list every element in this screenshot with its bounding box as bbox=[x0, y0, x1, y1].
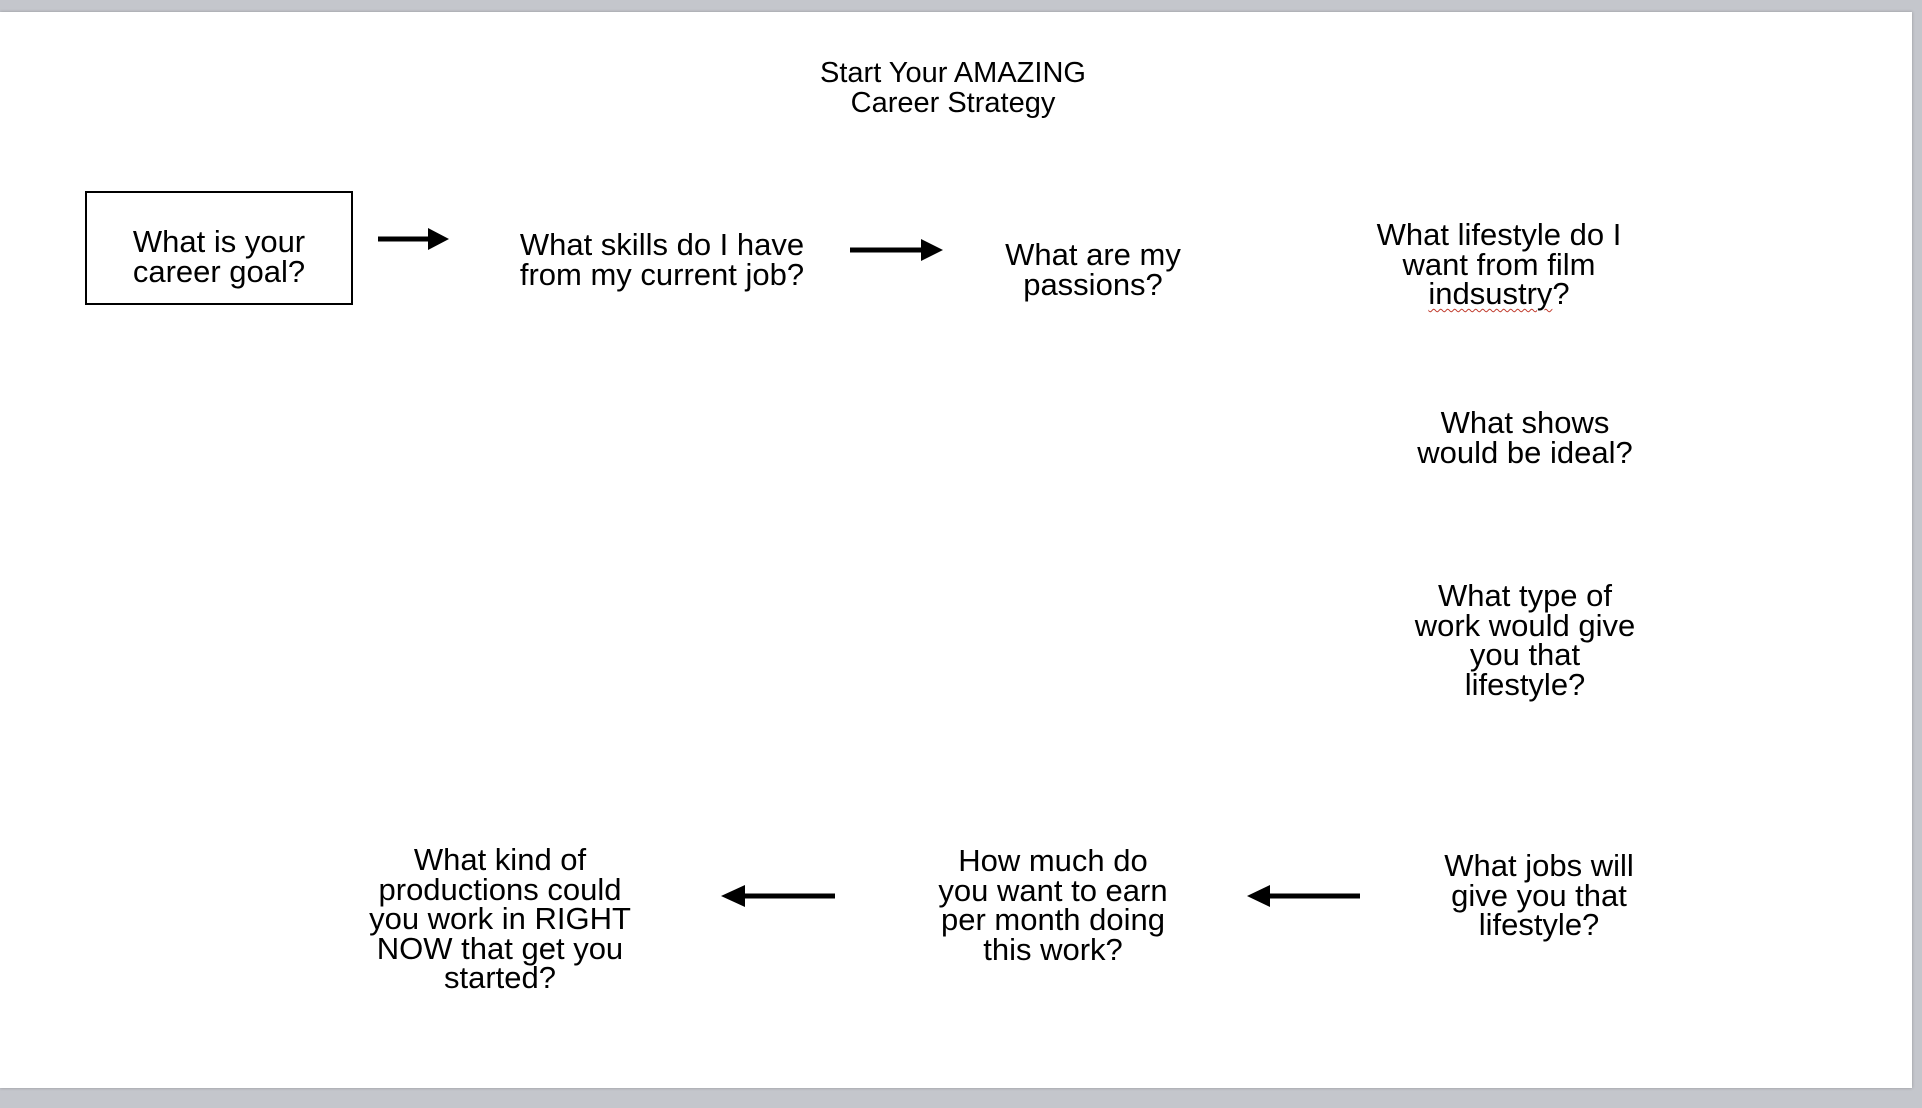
work-type-line-4: lifestyle? bbox=[1464, 666, 1586, 702]
passions-node[interactable]: What are my passions? bbox=[983, 237, 1203, 302]
productions-line-4: NOW that get you bbox=[376, 930, 624, 966]
title-line-1: Start Your AMAZING bbox=[820, 57, 1086, 89]
earnings-line-1: How much do bbox=[958, 843, 1148, 878]
productions-line-5: started? bbox=[443, 960, 556, 995]
lifestyle-node[interactable]: What lifestyle do I want from film indsu… bbox=[1349, 217, 1649, 311]
productions-line-3: you work in RIGHT bbox=[369, 901, 631, 936]
slide-title: Start Your AMAZING Career Strategy bbox=[753, 58, 1153, 118]
work-type-node[interactable]: What type of work would give you that li… bbox=[1380, 578, 1670, 702]
shows-line-2: would be ideal? bbox=[1417, 434, 1633, 470]
earnings-line-4: this work? bbox=[983, 931, 1123, 967]
jobs-line-3: lifestyle? bbox=[1478, 907, 1600, 942]
lifestyle-line-1: What lifestyle do I bbox=[1376, 217, 1622, 252]
lifestyle-line-3: indsustry? bbox=[1349, 276, 1649, 311]
skills-line-1: What skills do I have bbox=[519, 227, 805, 262]
lifestyle-line-2: want from film bbox=[1402, 246, 1596, 282]
spellcheck-flagged-word[interactable]: indsustry bbox=[1428, 276, 1553, 311]
career-goal-line-1: What is your bbox=[132, 224, 306, 259]
earnings-line-2: you want to earn bbox=[938, 872, 1168, 908]
jobs-line-1: What jobs will bbox=[1444, 848, 1634, 883]
passions-line-1: What are my bbox=[1005, 237, 1181, 272]
career-goal-line-2: career goal? bbox=[132, 253, 306, 289]
skills-node[interactable]: What skills do I have from my current jo… bbox=[497, 227, 827, 292]
productions-node[interactable]: What kind of productions could you work … bbox=[345, 842, 655, 995]
title-line-2: Career Strategy bbox=[850, 87, 1056, 119]
productions-line-2: productions could bbox=[378, 871, 622, 907]
work-type-line-2: work would give bbox=[1414, 607, 1636, 643]
career-goal-box[interactable]: What is your career goal? bbox=[85, 191, 353, 305]
work-type-line-3: you that bbox=[1469, 637, 1581, 672]
work-type-line-1: What type of bbox=[1437, 578, 1613, 613]
shows-node[interactable]: What shows would be ideal? bbox=[1380, 405, 1670, 470]
career-goal-text: What is your career goal? bbox=[87, 224, 351, 289]
skills-line-2: from my current job? bbox=[519, 256, 805, 292]
passions-line-2: passions? bbox=[1023, 266, 1163, 302]
productions-line-1: What kind of bbox=[413, 842, 587, 877]
jobs-node[interactable]: What jobs will give you that lifestyle? bbox=[1394, 848, 1684, 942]
earnings-line-3: per month doing bbox=[940, 902, 1166, 937]
shows-line-1: What shows bbox=[1440, 405, 1610, 440]
jobs-line-2: give you that bbox=[1451, 877, 1627, 913]
earnings-node[interactable]: How much do you want to earn per month d… bbox=[903, 843, 1203, 967]
lifestyle-line-3-tail: ? bbox=[1552, 276, 1570, 311]
